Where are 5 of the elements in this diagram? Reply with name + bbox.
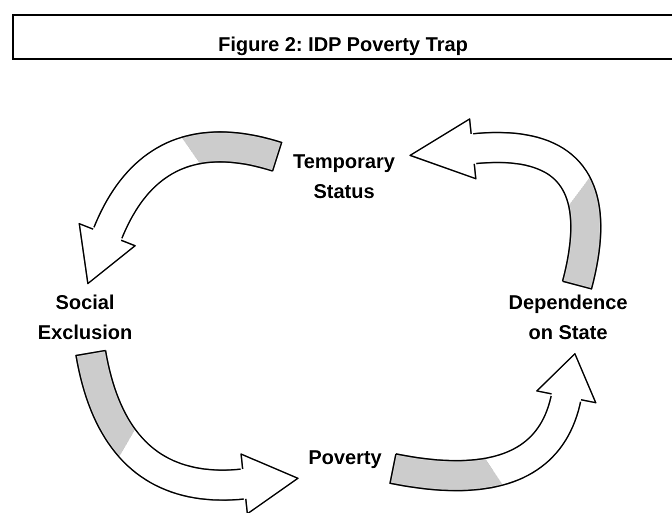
- node-label: Dependence on State: [508, 291, 628, 346]
- node-label: Social Exclusion: [36, 291, 134, 346]
- node-label: Temporary Status: [292, 150, 396, 205]
- title-box: Figure 2: IDP Poverty Trap: [12, 14, 672, 60]
- node-label: Poverty: [307, 446, 383, 471]
